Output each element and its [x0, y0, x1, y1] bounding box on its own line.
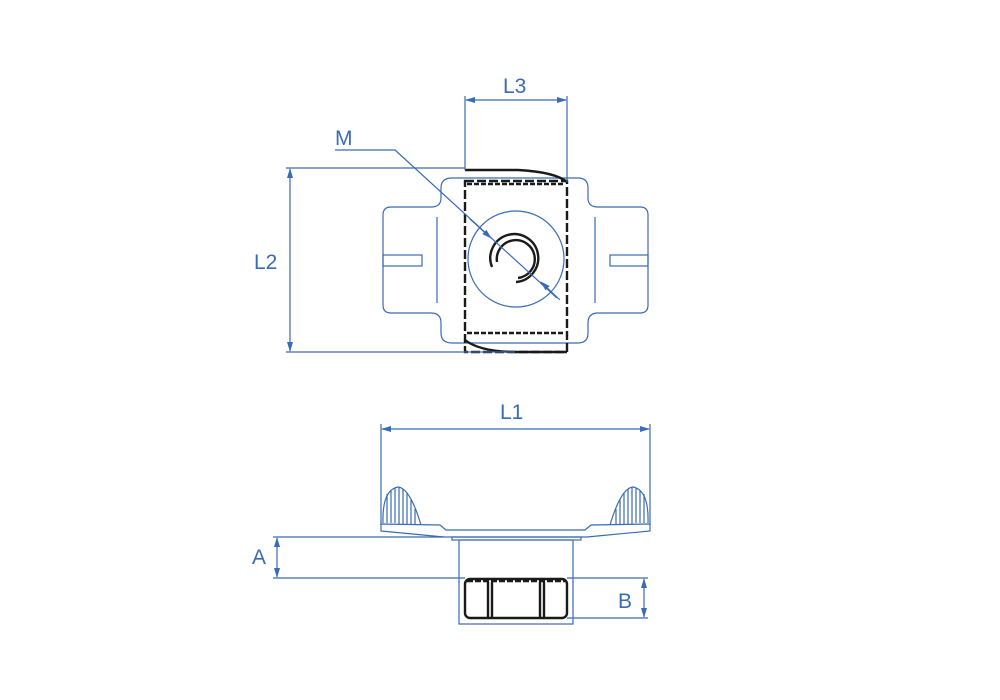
side-view: L1 A B: [252, 401, 651, 625]
label-a: A: [252, 546, 266, 569]
body-outline: [382, 177, 649, 344]
nut-outline: [463, 179, 569, 354]
fin-right: [609, 486, 649, 526]
label-l2: L2: [254, 251, 277, 274]
nut-side: [463, 577, 569, 620]
label-l3: L3: [503, 75, 526, 98]
top-view: L3 M L2: [254, 75, 649, 354]
slot-right: [609, 254, 649, 267]
fin-left: [382, 486, 422, 526]
base-plate: [380, 523, 651, 538]
label-b: B: [618, 590, 632, 613]
stem: [458, 539, 574, 625]
label-m: M: [335, 127, 353, 150]
label-l1: L1: [500, 401, 523, 424]
washer-circle: [467, 210, 565, 308]
slot-left: [382, 254, 423, 267]
